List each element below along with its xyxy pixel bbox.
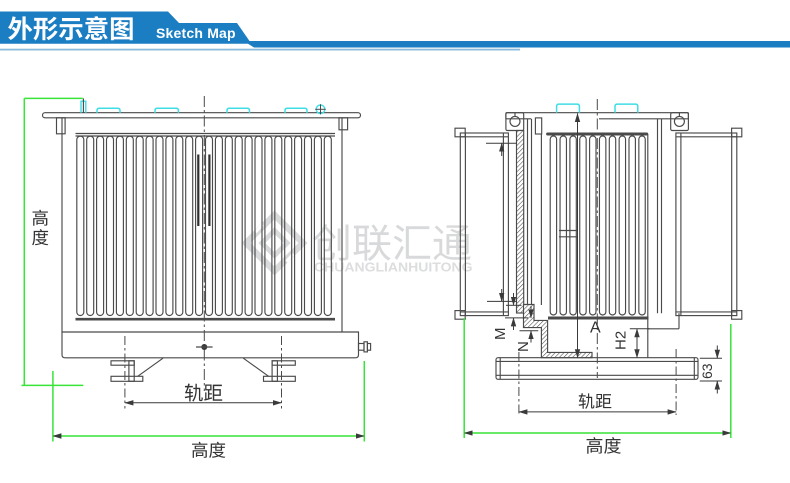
front-width-label xyxy=(192,441,226,458)
side-right-support xyxy=(647,313,680,358)
fin-channel xyxy=(135,135,144,317)
dimensions xyxy=(21,97,732,442)
front-wheel-skid-right xyxy=(242,357,296,382)
fin-channel xyxy=(175,135,184,317)
fin-channel xyxy=(284,135,293,317)
watermark: CHUANGLIANHUITONG xyxy=(241,210,473,276)
fin-channel xyxy=(204,135,214,317)
fin-channel xyxy=(244,135,253,317)
front-bushing-caps xyxy=(96,107,308,113)
side-m-dimension xyxy=(505,293,528,330)
fin-channel xyxy=(274,135,283,317)
header-banner-shape xyxy=(0,11,790,48)
fin-channel xyxy=(579,135,587,316)
fin-channel xyxy=(559,135,568,316)
fin-channel xyxy=(105,135,115,317)
side-view-drawing xyxy=(454,99,743,415)
front-oil-gauge-symbol xyxy=(315,104,326,115)
side-weld-detail xyxy=(559,229,577,238)
side-corrugated-wall-section xyxy=(515,129,525,314)
front-lid-bracket-right xyxy=(338,117,349,131)
side-n-dimension xyxy=(519,306,539,343)
side-h2-label: H2 xyxy=(613,331,630,350)
front-height-dimension xyxy=(21,97,84,387)
fin-channel xyxy=(155,135,164,317)
side-m-label: M xyxy=(492,328,509,341)
side-a-label: A xyxy=(590,320,601,337)
fin-channel xyxy=(234,135,243,317)
fin-channel xyxy=(125,135,134,317)
side-radiator-bank-right xyxy=(675,127,743,320)
fin-channel xyxy=(638,135,646,316)
side-tank-walls xyxy=(526,118,663,322)
fin-channel xyxy=(303,135,313,317)
fin-channel xyxy=(195,135,204,317)
front-bottom-tank xyxy=(61,331,360,359)
fin-channel xyxy=(264,135,273,317)
side-width-dimension xyxy=(463,318,732,438)
front-lid-plate xyxy=(41,112,362,119)
fin-channel xyxy=(96,135,105,317)
front-valve xyxy=(357,341,372,353)
fin-channel xyxy=(115,135,124,317)
watermark-brand-zh xyxy=(313,223,471,262)
fin-channel xyxy=(569,135,577,316)
fin-channel xyxy=(86,135,95,317)
fin-channel xyxy=(145,135,154,317)
side-h2-dimension xyxy=(629,328,650,359)
fin-channel xyxy=(549,135,558,316)
side-inner-bracket xyxy=(534,117,543,135)
front-drain-plug xyxy=(196,344,213,350)
side-radiator-bank-left xyxy=(454,127,509,320)
side-lifting-lug-right xyxy=(670,112,689,132)
fin-channel xyxy=(608,135,617,316)
side-width-label xyxy=(586,437,621,454)
fin-channel xyxy=(294,135,303,317)
front-wheel-skid-left xyxy=(110,357,164,382)
fin-channel xyxy=(589,135,597,316)
fin-channel xyxy=(618,135,627,316)
dimension-labels: M N A H2 63 xyxy=(32,209,715,458)
front-height-label xyxy=(32,209,49,246)
header-title-zh xyxy=(8,16,133,41)
side-fin-bank xyxy=(546,132,649,329)
fin-channel xyxy=(76,135,85,317)
side-bushing-caps xyxy=(555,103,639,113)
front-width-dimension xyxy=(52,361,366,442)
fin-channel xyxy=(214,135,223,317)
side-n-label: N xyxy=(515,341,532,352)
front-gauge-label xyxy=(184,383,223,402)
front-fin-bank xyxy=(75,132,335,321)
fin-channel xyxy=(313,135,322,317)
fin-channel xyxy=(224,135,233,317)
side-lifting-lug-left xyxy=(505,112,525,132)
front-lid-bracket-left xyxy=(55,117,66,135)
fin-channel xyxy=(254,135,263,317)
fin-channel xyxy=(628,135,636,316)
fin-channel xyxy=(598,135,607,316)
side-rail-height-dimension xyxy=(699,345,722,394)
fin-channel xyxy=(323,135,332,317)
side-base-channel xyxy=(495,357,699,380)
fin-channel xyxy=(165,135,174,317)
fin-channel xyxy=(185,135,194,317)
side-rail-height-label: 63 xyxy=(699,363,715,379)
front-view-drawing xyxy=(41,96,372,409)
header-title-en: Sketch Map xyxy=(156,25,236,41)
front-lifting-pocket xyxy=(197,154,211,226)
header-banner-underline xyxy=(0,48,520,51)
side-gauge-label xyxy=(578,393,612,409)
header-banner: Sketch Map xyxy=(0,11,790,51)
side-corrugation-dim xyxy=(486,142,517,302)
watermark-brand-en: CHUANGLIANHUITONG xyxy=(314,261,473,275)
